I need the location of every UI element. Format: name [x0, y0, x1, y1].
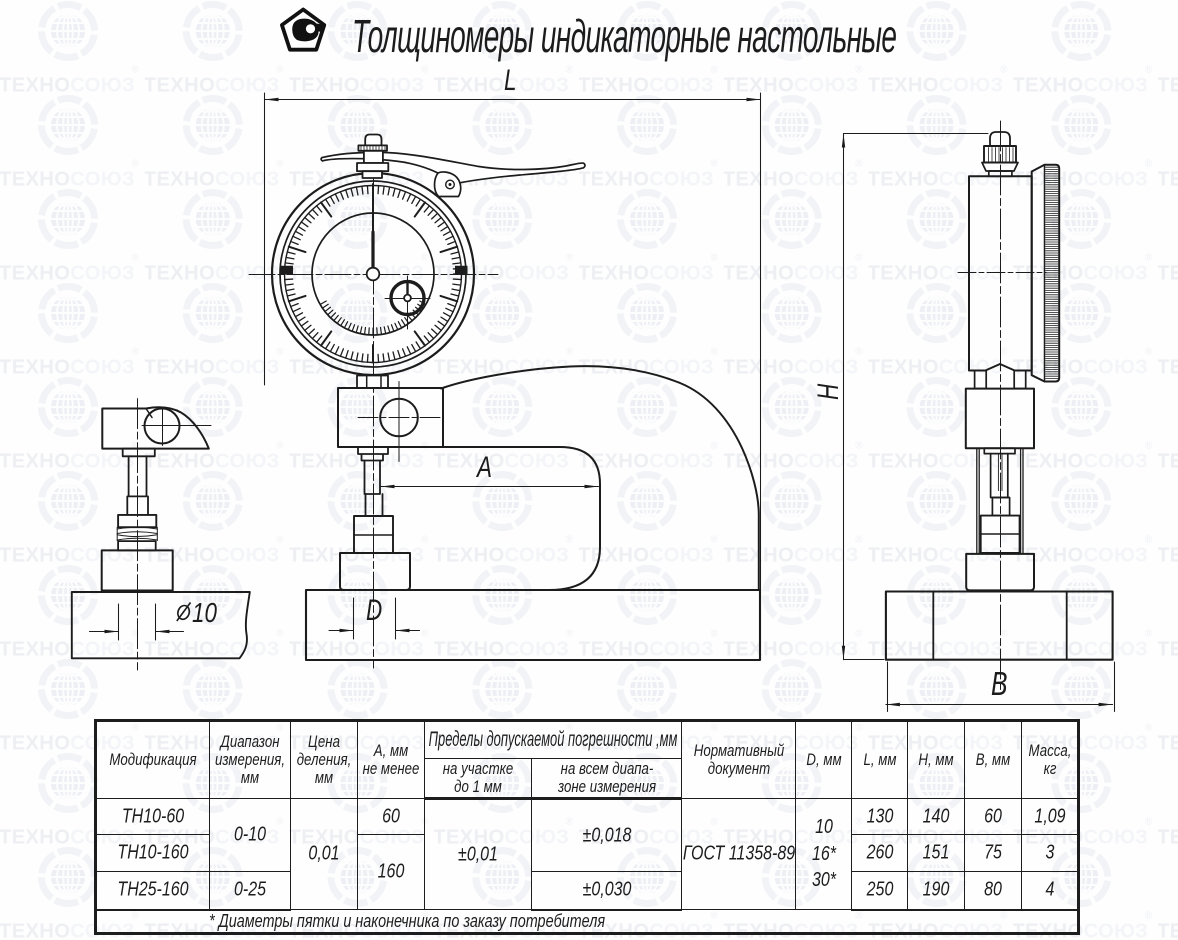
svg-text:A: A — [475, 450, 492, 484]
svg-text:H: H — [811, 383, 845, 400]
svg-text:10: 10 — [192, 598, 217, 629]
svg-text:L: L — [504, 63, 517, 97]
svg-text:B: B — [991, 667, 1008, 703]
svg-text:D: D — [366, 593, 382, 627]
